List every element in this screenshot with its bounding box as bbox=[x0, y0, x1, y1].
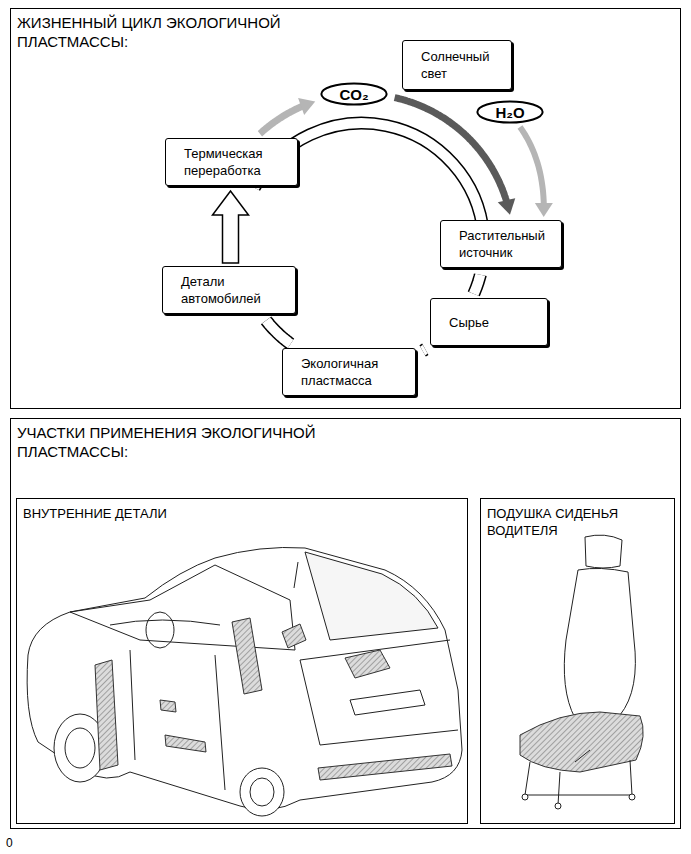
seat-illustration bbox=[522, 794, 528, 800]
seat-illustration bbox=[520, 535, 643, 809]
cycle-arrow bbox=[213, 191, 249, 263]
car-illustration bbox=[95, 660, 118, 770]
car-illustration bbox=[318, 754, 452, 780]
section-panel: УЧАСТКИ ПРИМЕНЕНИЯ ЭКОЛОГИЧНОЙ ПЛАСТМАСС… bbox=[10, 418, 681, 829]
panel-title: ВНУТРЕННИЕ ДЕТАЛИ bbox=[17, 499, 467, 522]
box-label: Растительный источник bbox=[459, 227, 553, 261]
oval-outline bbox=[321, 83, 386, 104]
box-label: Экологичная пластмасса bbox=[301, 355, 407, 389]
cycle-ring bbox=[423, 349, 426, 351]
car-illustration bbox=[27, 547, 462, 816]
substance-oval: H₂O bbox=[476, 100, 544, 124]
sub-panel: ПОДУШКА СИДЕНЬЯ ВОДИТЕЛЯ bbox=[480, 498, 675, 824]
process-box: Солнечный свет bbox=[402, 40, 512, 90]
car-illustration bbox=[130, 650, 135, 760]
car-illustration bbox=[65, 728, 95, 768]
seat-illustration bbox=[520, 712, 643, 772]
car-illustration bbox=[300, 660, 458, 745]
car-illustration bbox=[294, 562, 298, 588]
box-label: Термическая переработка bbox=[184, 145, 289, 179]
cycle-arrow bbox=[260, 98, 315, 134]
cycle-arrow bbox=[474, 275, 481, 294]
process-box: Растительный источник bbox=[440, 220, 562, 268]
car-illustration bbox=[240, 768, 284, 816]
seat-illustration bbox=[629, 794, 635, 800]
formula-label: CO₂ bbox=[339, 86, 368, 103]
sub-panel: ВНУТРЕННИЕ ДЕТАЛИ bbox=[16, 498, 468, 824]
car-illustration bbox=[215, 655, 225, 790]
page-number: 0 bbox=[6, 836, 13, 850]
arrow-head bbox=[298, 98, 315, 115]
car-illustration bbox=[95, 618, 452, 780]
car-illustration bbox=[160, 700, 176, 712]
car-illustration bbox=[110, 620, 220, 625]
substance-oval: CO₂ bbox=[320, 82, 388, 106]
car-illustration bbox=[345, 650, 390, 678]
panel-title: ЖИЗНЕННЫЙ ЦИКЛ ЭКОЛОГИЧНОЙ ПЛАСТМАССЫ: bbox=[11, 9, 357, 51]
formula-label: H₂O bbox=[495, 104, 524, 121]
seat-illustration bbox=[585, 535, 622, 568]
car-illustration bbox=[250, 778, 274, 806]
cycle-ring bbox=[266, 320, 291, 344]
cycle-ring bbox=[423, 349, 426, 351]
car-illustration bbox=[70, 565, 295, 650]
cycle-arrow bbox=[266, 320, 291, 344]
process-box: Сырье bbox=[430, 298, 548, 346]
seat-illustration bbox=[525, 750, 632, 805]
cycle-ring bbox=[474, 275, 481, 294]
process-box: Экологичная пластмасса bbox=[282, 348, 416, 396]
hollow-arrow bbox=[213, 191, 249, 263]
car-illustration bbox=[282, 624, 306, 648]
box-label: Солнечный свет bbox=[421, 48, 503, 82]
cycle-ring bbox=[474, 275, 481, 294]
section-panel: ЖИЗНЕННЫЙ ЦИКЛ ЭКОЛОГИЧНОЙ ПЛАСТМАССЫ: Со… bbox=[10, 8, 681, 409]
car-illustration bbox=[350, 690, 425, 715]
flow-arrow bbox=[260, 105, 305, 134]
seat-illustration bbox=[555, 803, 561, 809]
car-illustration bbox=[27, 547, 462, 809]
process-box: Детали автомобилей bbox=[162, 266, 296, 314]
car-illustration bbox=[146, 612, 174, 648]
box-label: Детали автомобилей bbox=[181, 273, 287, 307]
cycle-arrow bbox=[520, 127, 553, 217]
panel-title: УЧАСТКИ ПРИМЕНЕНИЯ ЭКОЛОГИЧНОЙ ПЛАСТМАСС… bbox=[11, 419, 357, 461]
arrow-head bbox=[498, 198, 516, 215]
oval-outline bbox=[477, 101, 542, 122]
seat-illustration bbox=[564, 568, 635, 718]
car-illustration bbox=[232, 618, 262, 694]
flow-arrow bbox=[520, 127, 544, 206]
process-box: Термическая переработка bbox=[165, 138, 298, 186]
car-illustration bbox=[165, 735, 206, 752]
car-illustration bbox=[305, 552, 438, 640]
panel-title: ПОДУШКА СИДЕНЬЯ ВОДИТЕЛЯ bbox=[481, 499, 674, 539]
cycle-ring bbox=[266, 320, 291, 344]
arrow-head bbox=[535, 203, 553, 217]
box-label: Сырье bbox=[449, 314, 539, 331]
cycle-arrow bbox=[423, 349, 426, 351]
